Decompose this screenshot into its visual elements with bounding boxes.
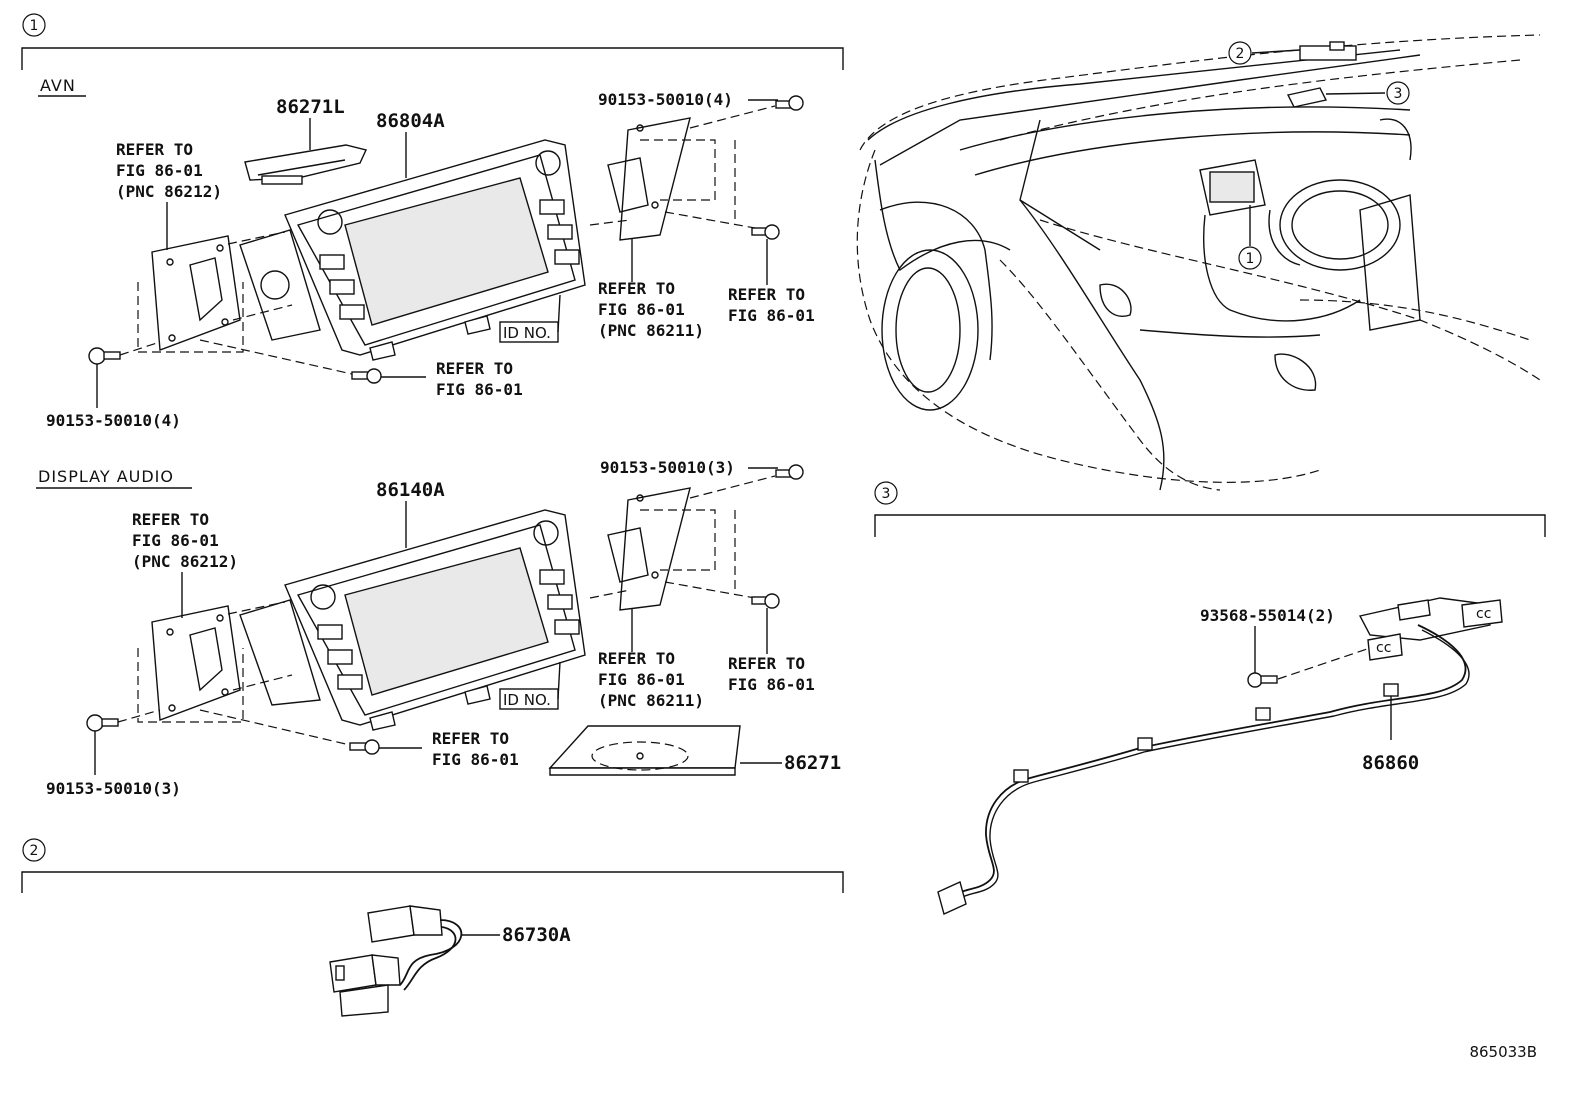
section-2-number: 2 <box>30 843 39 859</box>
avn-unit-label: 86804A <box>376 110 445 132</box>
display-audio-unit-label: 86140A <box>376 479 445 501</box>
section-3-bolt-label: 93568-55014(2) <box>1200 606 1335 625</box>
avn-heading: AVN <box>40 76 76 95</box>
display-audio-refer-right-bracket-2: FIG 86-01 <box>598 670 685 689</box>
display-audio-refer-right-bracket-3: (PNC 86211) <box>598 691 704 710</box>
avn-refer-bottom-1: REFER TO <box>436 359 513 378</box>
svg-text:1: 1 <box>1246 251 1255 267</box>
section-2-connector-part <box>329 905 463 1017</box>
section-3-part-label: 86860 <box>1362 752 1419 774</box>
display-audio-refer-right-bracket-1: REFER TO <box>598 649 675 668</box>
vehicle-overview: 2 3 1 <box>856 34 1541 491</box>
display-audio-left-bolt <box>86 709 161 775</box>
section-3-number: 3 <box>882 486 891 502</box>
display-audio-refer-bottom-2: FIG 86-01 <box>432 750 519 769</box>
display-audio-refer-right-screw-2: FIG 86-01 <box>728 675 815 694</box>
section-2-part-label: 86730A <box>502 924 571 946</box>
section-3: 3 ᴄᴄ ᴄᴄ 86860 9356 <box>874 481 1546 915</box>
display-audio-heading: DISPLAY AUDIO <box>38 467 174 486</box>
avn-left-bolt-label: 90153-50010(4) <box>46 411 181 430</box>
display-audio-refer-left: REFER TO FIG 86-01 (PNC 86212) <box>132 510 238 618</box>
avn-left-bracket <box>137 231 293 353</box>
display-audio-head-unit <box>239 509 586 731</box>
avn-id-no: ID NO. <box>503 324 551 342</box>
section-3-cable-part <box>937 624 1470 915</box>
display-audio-id-no: ID NO. <box>503 691 551 709</box>
avn-refer-right-bracket-2: FIG 86-01 <box>598 300 685 319</box>
disc-case-part <box>548 725 741 776</box>
avn-refer-bottom-2: FIG 86-01 <box>436 380 523 399</box>
avn-left-bolt <box>88 341 161 408</box>
avn-refer-right-bracket-1: REFER TO <box>598 279 675 298</box>
display-audio-left-bracket <box>137 601 293 723</box>
section-3-bolt <box>1247 626 1371 688</box>
avn-refer-right-screw-2: FIG 86-01 <box>728 306 815 325</box>
avn-refer-left-1: REFER TO <box>116 140 193 159</box>
avn-head-unit <box>239 139 586 361</box>
avn-refer-left-3: (PNC 86212) <box>116 182 222 201</box>
avn-refer-right-bracket-3: (PNC 86211) <box>598 321 704 340</box>
section-2: 2 86730A <box>21 838 844 1017</box>
callout-3: 3 <box>1386 81 1410 105</box>
callout-1: 1 <box>1238 246 1262 270</box>
display-audio-bottom-screw <box>199 709 422 755</box>
display-audio-refer-bottom-1: REFER TO <box>432 729 509 748</box>
avn-refer-left: REFER TO FIG 86-01 (PNC 86212) <box>116 140 222 250</box>
avn-cover-part <box>244 144 367 185</box>
display-audio-right-screw <box>751 593 780 654</box>
callout-2: 2 <box>1228 41 1252 65</box>
svg-text:2: 2 <box>1236 46 1245 62</box>
avn-refer-right-screw-1: REFER TO <box>728 285 805 304</box>
section-1-number: 1 <box>30 18 39 34</box>
display-audio-refer-left-1: REFER TO <box>132 510 209 529</box>
display-audio-top-bolt-label: 90153-50010(3) <box>600 458 735 477</box>
avn-right-screw <box>751 224 780 285</box>
avn-top-bolt <box>748 95 804 111</box>
section-3-sensor-part: ᴄᴄ ᴄᴄ <box>1358 597 1503 661</box>
display-audio-refer-left-2: FIG 86-01 <box>132 531 219 550</box>
display-audio-top-bolt <box>748 464 804 480</box>
avn-cover-label: 86271L <box>276 96 345 118</box>
section-1-header: 1 <box>21 13 844 70</box>
svg-text:ᴄᴄ: ᴄᴄ <box>1376 640 1391 656</box>
figure-code: 865033B <box>1469 1043 1537 1061</box>
avn-refer-left-2: FIG 86-01 <box>116 161 203 180</box>
display-audio-refer-left-3: (PNC 86212) <box>132 552 238 571</box>
display-audio-group: DISPLAY AUDIO 86140A ID NO. <box>36 458 841 798</box>
disc-case-label: 86271 <box>784 752 841 774</box>
avn-group: AVN 86271L 86804A <box>38 76 815 430</box>
avn-bottom-screw <box>199 339 426 384</box>
display-audio-left-bolt-label: 90153-50010(3) <box>46 779 181 798</box>
svg-text:ᴄᴄ: ᴄᴄ <box>1476 606 1491 622</box>
avn-top-bolt-label: 90153-50010(4) <box>598 90 733 109</box>
display-audio-right-bracket <box>589 475 776 611</box>
display-audio-refer-right-screw-1: REFER TO <box>728 654 805 673</box>
svg-text:3: 3 <box>1394 86 1403 102</box>
avn-right-bracket <box>589 105 776 241</box>
